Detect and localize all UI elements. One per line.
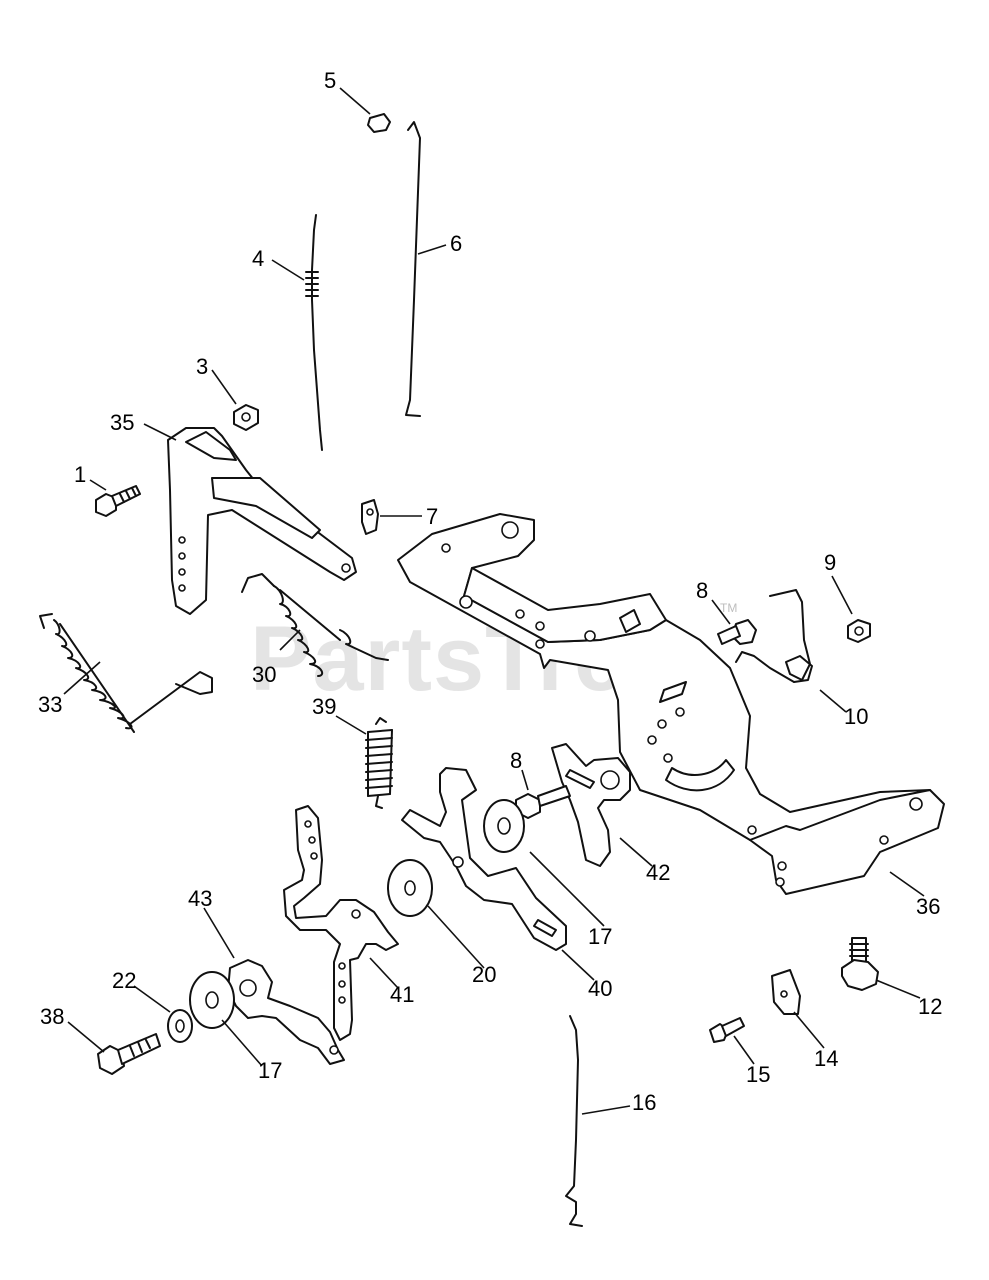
part-41-bracket	[283, 805, 399, 1041]
part-17-washer-upper	[483, 799, 525, 853]
part-30-spring	[241, 573, 389, 677]
callout-42: 42	[646, 860, 670, 885]
callout-36: 36	[916, 894, 940, 919]
callout-20: 20	[472, 962, 496, 987]
callout-43: 43	[188, 886, 212, 911]
callout-41: 41	[390, 982, 414, 1007]
part-7-clip	[361, 499, 379, 535]
callout-7: 7	[426, 504, 438, 529]
part-33-spring	[39, 613, 213, 733]
watermark-tm: TM	[720, 601, 737, 615]
part-17-washer-lower	[189, 971, 235, 1029]
callout-9: 9	[824, 550, 836, 575]
part-5-push-nut	[367, 113, 391, 133]
callout-22: 22	[112, 968, 136, 993]
part-4-governor-rod	[305, 214, 323, 451]
part-42-lever	[551, 743, 631, 867]
callouts: 5 6 4 3 35 1 7 8 9 10 30 33 39 8 42 17 3…	[38, 68, 942, 1115]
callout-10: 10	[844, 704, 868, 729]
part-20-washer	[387, 859, 433, 917]
part-36-main-bracket	[397, 513, 945, 895]
callout-8-upper: 8	[696, 578, 708, 603]
callout-39: 39	[312, 694, 336, 719]
callout-17-lower: 17	[258, 1058, 282, 1083]
callout-8-middle: 8	[510, 748, 522, 773]
part-16-rod	[565, 1015, 583, 1227]
callout-38: 38	[40, 1004, 64, 1029]
part-1-bolt	[95, 485, 141, 517]
callout-40: 40	[588, 976, 612, 1001]
callout-14: 14	[814, 1046, 838, 1071]
part-22-washer	[167, 1009, 193, 1043]
part-43-arm	[227, 959, 345, 1065]
callout-1: 1	[74, 462, 86, 487]
part-14-clip	[771, 969, 801, 1015]
part-12-bolt	[841, 937, 879, 991]
callout-4: 4	[252, 246, 264, 271]
part-8-screw-upper	[717, 619, 757, 645]
callout-30: 30	[252, 662, 276, 687]
part-15-screw	[709, 1017, 745, 1043]
part-6-rod	[405, 121, 421, 417]
part-38-bolt	[97, 1033, 161, 1075]
part-8-screw-middle	[515, 785, 571, 819]
part-9-nut	[847, 619, 871, 643]
callout-35: 35	[110, 410, 134, 435]
callout-3: 3	[196, 354, 208, 379]
callout-15: 15	[746, 1062, 770, 1087]
callout-16: 16	[632, 1090, 656, 1115]
part-35-bracket	[167, 427, 357, 615]
part-40-lever	[401, 767, 567, 951]
callout-5: 5	[324, 68, 336, 93]
part-3-nut	[233, 404, 259, 431]
part-10-wire-spring	[735, 589, 813, 683]
leader-lines	[63, 87, 925, 1115]
callout-33: 33	[38, 692, 62, 717]
callout-17-upper: 17	[588, 924, 612, 949]
callout-12: 12	[918, 994, 942, 1019]
callout-6: 6	[450, 231, 462, 256]
part-39-spring	[365, 717, 393, 809]
